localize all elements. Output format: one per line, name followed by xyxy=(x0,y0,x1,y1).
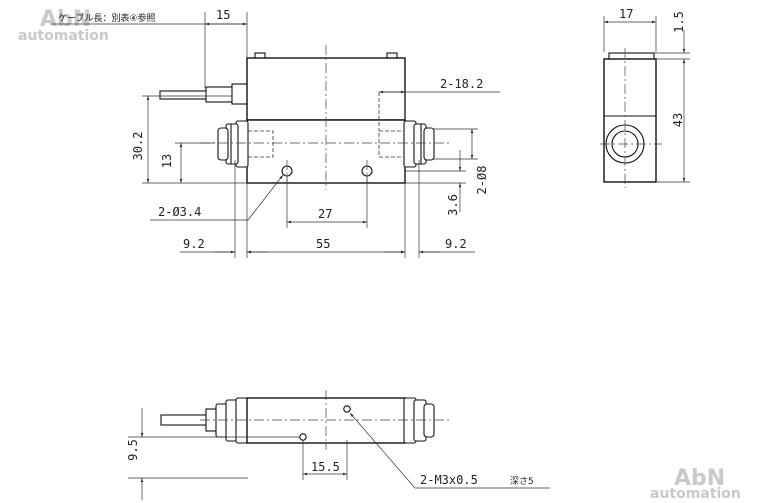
bottom-dim-tap-depth: 深さ5 xyxy=(510,476,534,487)
cable-note: ケーブル長：別表④参照 xyxy=(58,12,156,24)
dim-fitting-left: 9.2 xyxy=(183,237,205,251)
watermark-bottom-right: AbN automation xyxy=(650,466,741,502)
bottom-fitting-right xyxy=(403,397,435,444)
dim-height: 30.2 xyxy=(131,132,145,161)
dim-fitting-right: 9.2 xyxy=(445,237,467,251)
bottom-fitting-left xyxy=(215,397,249,444)
dim-port-pitch: 2-18.2 xyxy=(440,77,483,91)
side-dim-width: 17 xyxy=(619,7,633,21)
tapped-hole-left xyxy=(299,433,307,441)
tapped-hole-right xyxy=(343,405,351,413)
dim-tube-dia: 2-Ø8 xyxy=(475,166,489,195)
dim-mount-holes: 2-Ø3.4 xyxy=(158,205,201,219)
watermark-brand: AbN xyxy=(40,7,91,32)
bottom-dim-hole-pitch: 15.5 xyxy=(311,460,340,474)
bottom-view xyxy=(160,390,450,450)
watermark-top-left: AbN automation xyxy=(18,7,109,44)
side-dim-height: 43 xyxy=(671,113,685,127)
bottom-cable xyxy=(160,408,219,432)
front-dimensions: ケーブル長：別表④参照 15 2-18.2 30.2 13 2-Ø8 3.6 xyxy=(50,8,500,258)
watermark-brand: AbN xyxy=(674,466,725,491)
dim-port-height: 13 xyxy=(160,154,174,168)
bottom-dim-tapped-holes: 2-M3x0.5 xyxy=(420,473,478,487)
side-view xyxy=(600,48,662,188)
bottom-dim-hole-offset: 9.5 xyxy=(126,439,140,461)
watermark-sub: automation xyxy=(650,486,741,502)
watermark-sub: automation xyxy=(18,28,109,44)
dim-hole-height: 3.6 xyxy=(446,194,460,216)
fitting-left xyxy=(217,120,249,168)
fitting-right xyxy=(403,120,435,168)
dim-cable-offset: 15 xyxy=(216,8,230,22)
dim-hole-pitch: 27 xyxy=(318,207,332,221)
side-dimensions: 17 1.5 43 xyxy=(603,7,690,183)
dim-body-length: 55 xyxy=(316,237,330,251)
side-dim-top-step: 1.5 xyxy=(672,11,686,33)
cable xyxy=(159,83,251,105)
bottom-dimensions: 9.5 15.5 2-M3x0.5 深さ5 xyxy=(126,408,550,500)
front-view xyxy=(159,45,450,190)
